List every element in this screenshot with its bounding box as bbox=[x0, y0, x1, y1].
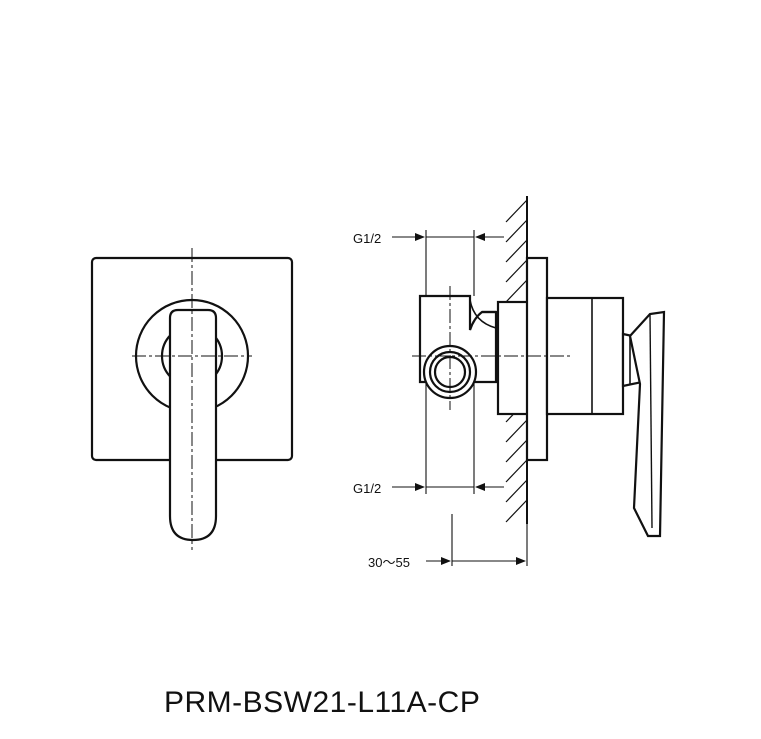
valve-body bbox=[418, 294, 498, 384]
dimensions bbox=[392, 230, 528, 566]
flange-plate bbox=[525, 256, 549, 462]
valve-body-arc bbox=[469, 299, 497, 329]
model-code: PRM-BSW21-L11A-CP bbox=[164, 686, 480, 719]
lever-handle bbox=[168, 308, 218, 542]
label-inlet-top: G1/2 bbox=[353, 231, 381, 246]
side-centerlines bbox=[412, 286, 572, 410]
side-view bbox=[412, 196, 666, 538]
lever-blade bbox=[628, 310, 666, 538]
label-wall-depth: 30～55 bbox=[368, 555, 410, 570]
front-view bbox=[90, 248, 294, 550]
front-centerlines bbox=[132, 248, 252, 550]
label-inlet-bottom: G1/2 bbox=[353, 481, 381, 496]
